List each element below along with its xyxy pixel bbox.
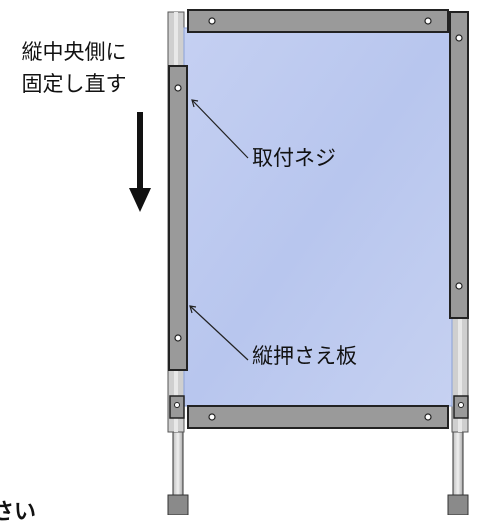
top-bar	[187, 9, 449, 33]
down-arrow-icon	[129, 112, 151, 212]
screw-label: 取付ネジ	[252, 146, 336, 170]
press-plate-label: 縦押さえ板	[252, 344, 357, 368]
panel-stand-diagram	[129, 9, 469, 515]
instruction-line-2: 固定し直す	[21, 72, 127, 96]
right-press-plate	[449, 11, 469, 319]
instruction-line-1: 縦中央側に	[21, 40, 127, 64]
acrylic-panel	[183, 27, 453, 407]
leader-lines	[189, 99, 249, 361]
left-press-plate	[168, 65, 188, 371]
bottom-clamps	[169, 395, 469, 419]
stand-legs	[167, 394, 469, 515]
instruction-note: 縦中央側に 固定し直す	[4, 36, 144, 100]
bottom-bar	[187, 405, 449, 429]
cutoff-text: さい	[0, 500, 37, 525]
